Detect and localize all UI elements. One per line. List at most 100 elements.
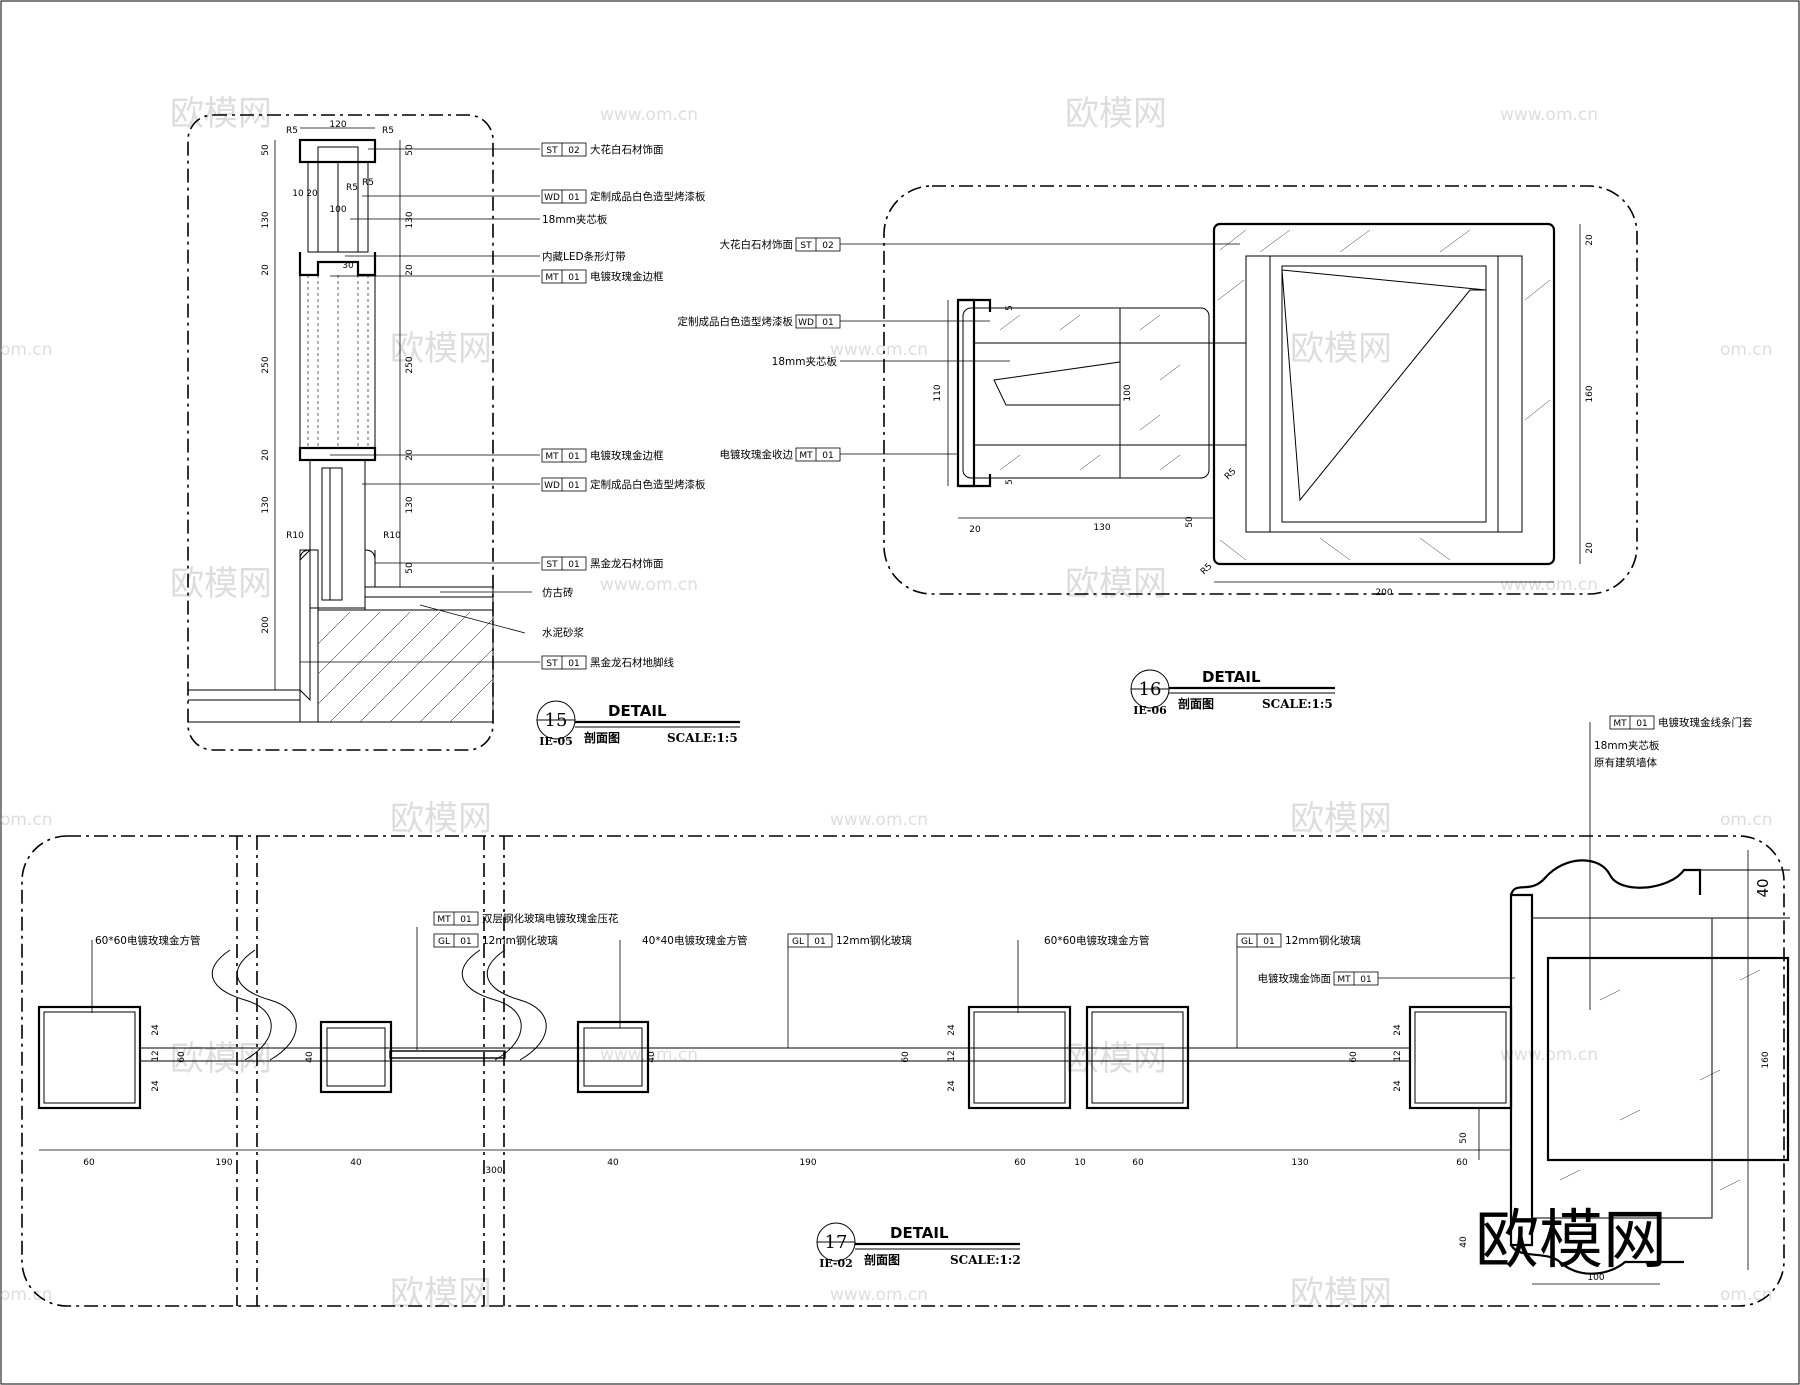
material-label: 定制成品白色造型烤漆板 xyxy=(590,190,706,203)
watermark-url: om.cn xyxy=(0,1285,53,1305)
material-label: 水泥砂浆 xyxy=(542,626,584,639)
detail-reference: IE-06 xyxy=(1133,704,1167,717)
dimension-text: 20 xyxy=(405,264,415,276)
material-tag-code: MT xyxy=(799,451,813,461)
watermark-url: om.cn xyxy=(1720,810,1773,830)
material-label: 定制成品白色造型烤漆板 xyxy=(590,478,706,491)
watermark-url: www.om.cn xyxy=(830,1285,928,1305)
dimension-text: 60 xyxy=(1132,1158,1144,1168)
material-tag-number: 01 xyxy=(568,481,579,491)
detail-number: 17 xyxy=(825,1232,848,1253)
dimension-text: 110 xyxy=(933,384,943,401)
dimension-text: 300 xyxy=(485,1166,502,1176)
detail-title: DETAIL xyxy=(890,1224,949,1242)
dimension-text: 60 xyxy=(83,1158,95,1168)
material-tag-code: ST xyxy=(546,560,558,570)
material-tag-box xyxy=(1236,933,1282,948)
dimension-text: 250 xyxy=(261,356,271,373)
detail-15-frame xyxy=(187,114,494,751)
watermark-logo-large: 欧模网 xyxy=(1475,1204,1667,1278)
dimension-text: 40 xyxy=(1754,878,1772,897)
watermark-url: om.cn xyxy=(1720,1285,1773,1305)
material-label: 电镀玫瑰金收边 xyxy=(720,448,794,461)
material-tag-number: 01 xyxy=(822,318,833,328)
detail-16-frame xyxy=(883,185,1638,595)
material-label: 40*40电镀玫瑰金方管 xyxy=(642,934,747,947)
dimension-text: R5 xyxy=(1223,467,1239,483)
watermark-logo: 欧模网 xyxy=(1290,1274,1392,1314)
material-tag-box xyxy=(787,933,833,948)
detail-scale: SCALE:1:5 xyxy=(667,731,738,745)
watermark-url: www.om.cn xyxy=(830,340,928,360)
material-label: 大花白石材饰面 xyxy=(720,238,794,251)
watermark-url: www.om.cn xyxy=(600,575,698,595)
material-tag-code: MT xyxy=(545,452,559,462)
dimension-text: 20 xyxy=(1585,234,1595,246)
dimension-text: 60 xyxy=(1349,1051,1359,1063)
dimension-text: R5 xyxy=(362,178,374,188)
dimension-text: 100 xyxy=(329,205,346,215)
watermark-url: www.om.cn xyxy=(1500,105,1598,125)
material-tag-box xyxy=(795,447,841,462)
material-tag-number: 01 xyxy=(568,273,579,283)
material-tag-code: GL xyxy=(792,937,804,947)
material-tag-box xyxy=(541,448,587,463)
material-tag-box xyxy=(1333,971,1379,986)
dimension-text: 40 xyxy=(305,1051,315,1063)
watermark-logo: 欧模网 xyxy=(390,1274,492,1314)
material-tag-box xyxy=(541,655,587,670)
dimension-text: 24 xyxy=(151,1024,161,1036)
dimension-text: 60 xyxy=(177,1051,187,1063)
watermark-url: www.om.cn xyxy=(1500,575,1598,595)
material-tag-number: 01 xyxy=(1636,719,1647,729)
dimension-text: 20 xyxy=(405,449,415,461)
dimension-text: R5 xyxy=(346,183,358,193)
material-tag-code: WD xyxy=(544,193,560,203)
detail-title: DETAIL xyxy=(1202,668,1261,686)
dimension-text: 120 xyxy=(329,120,346,130)
dimension-text: 160 xyxy=(1761,1051,1771,1068)
dimension-text: 40 xyxy=(1459,1236,1469,1248)
dimension-text: 50 xyxy=(1185,516,1195,528)
dimension-text: 200 xyxy=(261,616,271,633)
material-label: 60*60电镀玫瑰金方管 xyxy=(1044,934,1149,947)
material-tag-box xyxy=(541,189,587,204)
material-tag-number: 01 xyxy=(460,937,471,947)
material-tag-number: 01 xyxy=(814,937,825,947)
watermark-logo: 欧模网 xyxy=(1065,564,1167,604)
material-label: 定制成品白色造型烤漆板 xyxy=(678,315,794,328)
material-tag-box xyxy=(433,933,479,948)
dimension-text: 50 xyxy=(1459,1132,1469,1144)
dimension-text: 24 xyxy=(151,1080,161,1092)
dimension-text: 12 xyxy=(1393,1050,1403,1061)
material-label: 18mm夹芯板 xyxy=(542,213,608,226)
material-label: 电镀玫瑰金线条门套 xyxy=(1658,716,1753,729)
detail-reference: IE-02 xyxy=(819,1257,853,1270)
dimension-text: 10 xyxy=(292,189,304,199)
dimension-text: R5 xyxy=(286,126,298,136)
watermark-logo: 欧模网 xyxy=(390,329,492,369)
dimension-text: R10 xyxy=(286,531,304,541)
material-tag-number: 01 xyxy=(1263,937,1274,947)
dimension-text: 24 xyxy=(947,1024,957,1036)
material-tag-code: MT xyxy=(545,273,559,283)
material-label: 12mm钢化玻璃 xyxy=(482,934,558,947)
watermark-logo: 欧模网 xyxy=(170,94,272,134)
detail-number: 15 xyxy=(545,710,568,731)
detail-subtitle: 剖面图 xyxy=(1178,696,1214,711)
dimension-text: 130 xyxy=(1291,1158,1308,1168)
dimension-text: 30 xyxy=(342,261,354,271)
material-tag-number: 01 xyxy=(822,451,833,461)
watermark-logo: 欧模网 xyxy=(170,1039,272,1079)
dimension-text: 130 xyxy=(1093,523,1110,533)
material-tag-box xyxy=(433,911,479,926)
material-tag-code: ST xyxy=(546,146,558,156)
material-label: 双层钢化玻璃电镀玫瑰金压花 xyxy=(482,912,619,925)
dimension-text: 40 xyxy=(350,1158,362,1168)
material-label: 60*60电镀玫瑰金方管 xyxy=(95,934,200,947)
material-label: 电镀玫瑰金边框 xyxy=(590,270,664,283)
material-label: 内藏LED条形灯带 xyxy=(542,250,626,263)
detail-16 xyxy=(840,185,1638,709)
material-tag-code: MT xyxy=(1337,975,1351,985)
material-tag-code: GL xyxy=(438,937,450,947)
